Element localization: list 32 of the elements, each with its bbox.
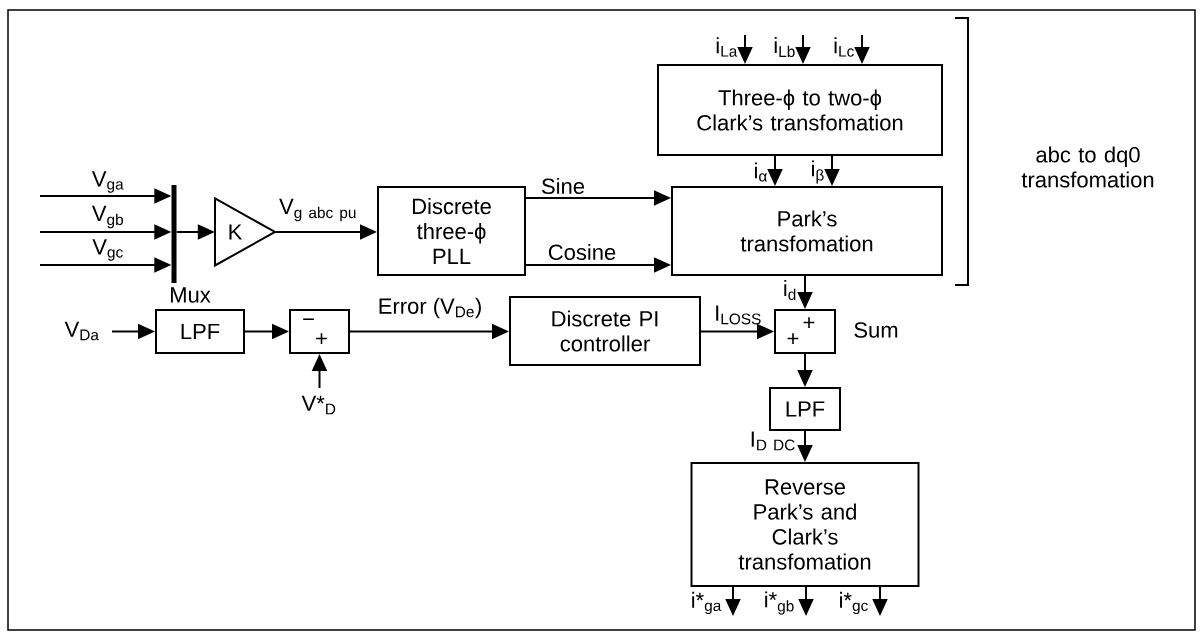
block-label: Sum: [854, 322, 898, 338]
signal-label: i*$_{gc}$: [840, 591, 868, 615]
signal-label: Cosine: [548, 243, 616, 261]
signal-label: V$_{Da}$: [64, 321, 99, 341]
signal-label: i$_{La}$: [716, 37, 738, 57]
process-block: LPF: [155, 309, 245, 354]
signal-label: i$_{Lb}$: [774, 36, 795, 58]
process-block: LPF: [769, 387, 841, 431]
process-block: Discrete three-ϕ PLL: [377, 186, 526, 276]
signal-label: i$_{Lc}$: [834, 37, 854, 57]
signal-label: Error (V$_{De}$): [379, 297, 481, 319]
sum-block: − +: [289, 309, 350, 354]
signal-label: V$_{ga}$: [91, 171, 124, 193]
signal-label: V$_{gc}$: [92, 239, 123, 261]
signal-label: i*$_{ga}$: [692, 591, 722, 615]
process-block: Three-ϕ to two-ϕ Clark’s transfomation: [657, 64, 943, 156]
signal-label: i$_{α}$: [755, 162, 767, 182]
signal-label: Sine: [542, 177, 585, 195]
process-block: Park’s transfomation: [671, 186, 943, 276]
signal-label: i$_{d}$: [784, 279, 796, 301]
signal-label: i$_{β}$: [812, 160, 824, 184]
sum-block: + +: [774, 309, 836, 354]
process-block: Discrete PI controller: [509, 296, 701, 366]
signal-label: $\mathrm{V}_{\mathrm{g\ abc\ pu}}$: [279, 198, 356, 222]
block-label: Mux: [171, 287, 211, 303]
signal-label: I$_{LOSS}$: [716, 305, 761, 325]
process-block: Reverse Park’s and Clark’s transfomation: [690, 462, 920, 587]
annotation: abc to dq0 transfomation: [1021, 146, 1154, 188]
signal-label: V*$_{D}$: [301, 395, 336, 415]
signal-label: $\mathrm{I}_{\mathrm{D\ DC}}$: [751, 431, 795, 451]
signal-label: V$_{gb}$: [91, 205, 123, 229]
signal-label: i*$_{gb}$: [765, 591, 794, 615]
